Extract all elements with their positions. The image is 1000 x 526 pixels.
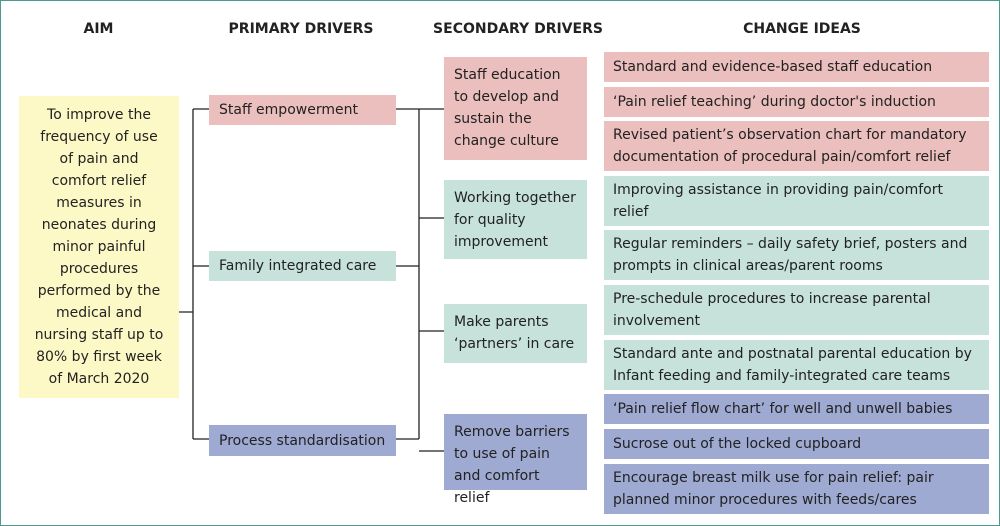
secondary-driver-remove-barriers: Remove barriers to use of pain and comfo… bbox=[444, 414, 587, 506]
change-idea: ‘Pain relief teaching’ during doctor's i… bbox=[604, 87, 989, 117]
primary-driver-process-standardisation: Process standardisation bbox=[209, 425, 396, 456]
change-idea: Standard and evidence-based staff educat… bbox=[604, 52, 989, 82]
change-idea: Revised patient’s observation chart for … bbox=[604, 121, 989, 171]
change-idea: Improving assistance in providing pain/c… bbox=[604, 176, 989, 226]
primary-driver-family-integrated-care: Family integrated care bbox=[209, 251, 396, 281]
secondary-driver-parents-partners: Make parents ‘partners’ in care bbox=[444, 304, 587, 363]
change-idea: Pre-schedule procedures to increase pare… bbox=[604, 285, 989, 335]
change-idea: Sucrose out of the locked cupboard bbox=[604, 429, 989, 459]
primary-driver-staff-empowerment: Staff empowerment bbox=[209, 95, 396, 125]
change-idea: Encourage breast milk use for pain relie… bbox=[604, 464, 989, 514]
change-idea: ‘Pain relief flow chart’ for well and un… bbox=[604, 394, 989, 424]
secondary-driver-working-together: Working together for quality improvement bbox=[444, 180, 587, 259]
change-idea: Standard ante and postnatal parental edu… bbox=[604, 340, 989, 390]
secondary-driver-staff-education: Staff education to develop and sustain t… bbox=[444, 57, 587, 160]
change-idea: Regular reminders – daily safety brief, … bbox=[604, 230, 989, 280]
secondary-drivers-header: SECONDARY DRIVERS bbox=[433, 21, 603, 37]
primary-drivers-header: PRIMARY DRIVERS bbox=[228, 21, 374, 37]
aim-header: AIM bbox=[83, 21, 114, 37]
aim-statement: To improve the frequency of use of pain … bbox=[19, 96, 179, 398]
change-ideas-header: CHANGE IDEAS bbox=[743, 21, 861, 37]
